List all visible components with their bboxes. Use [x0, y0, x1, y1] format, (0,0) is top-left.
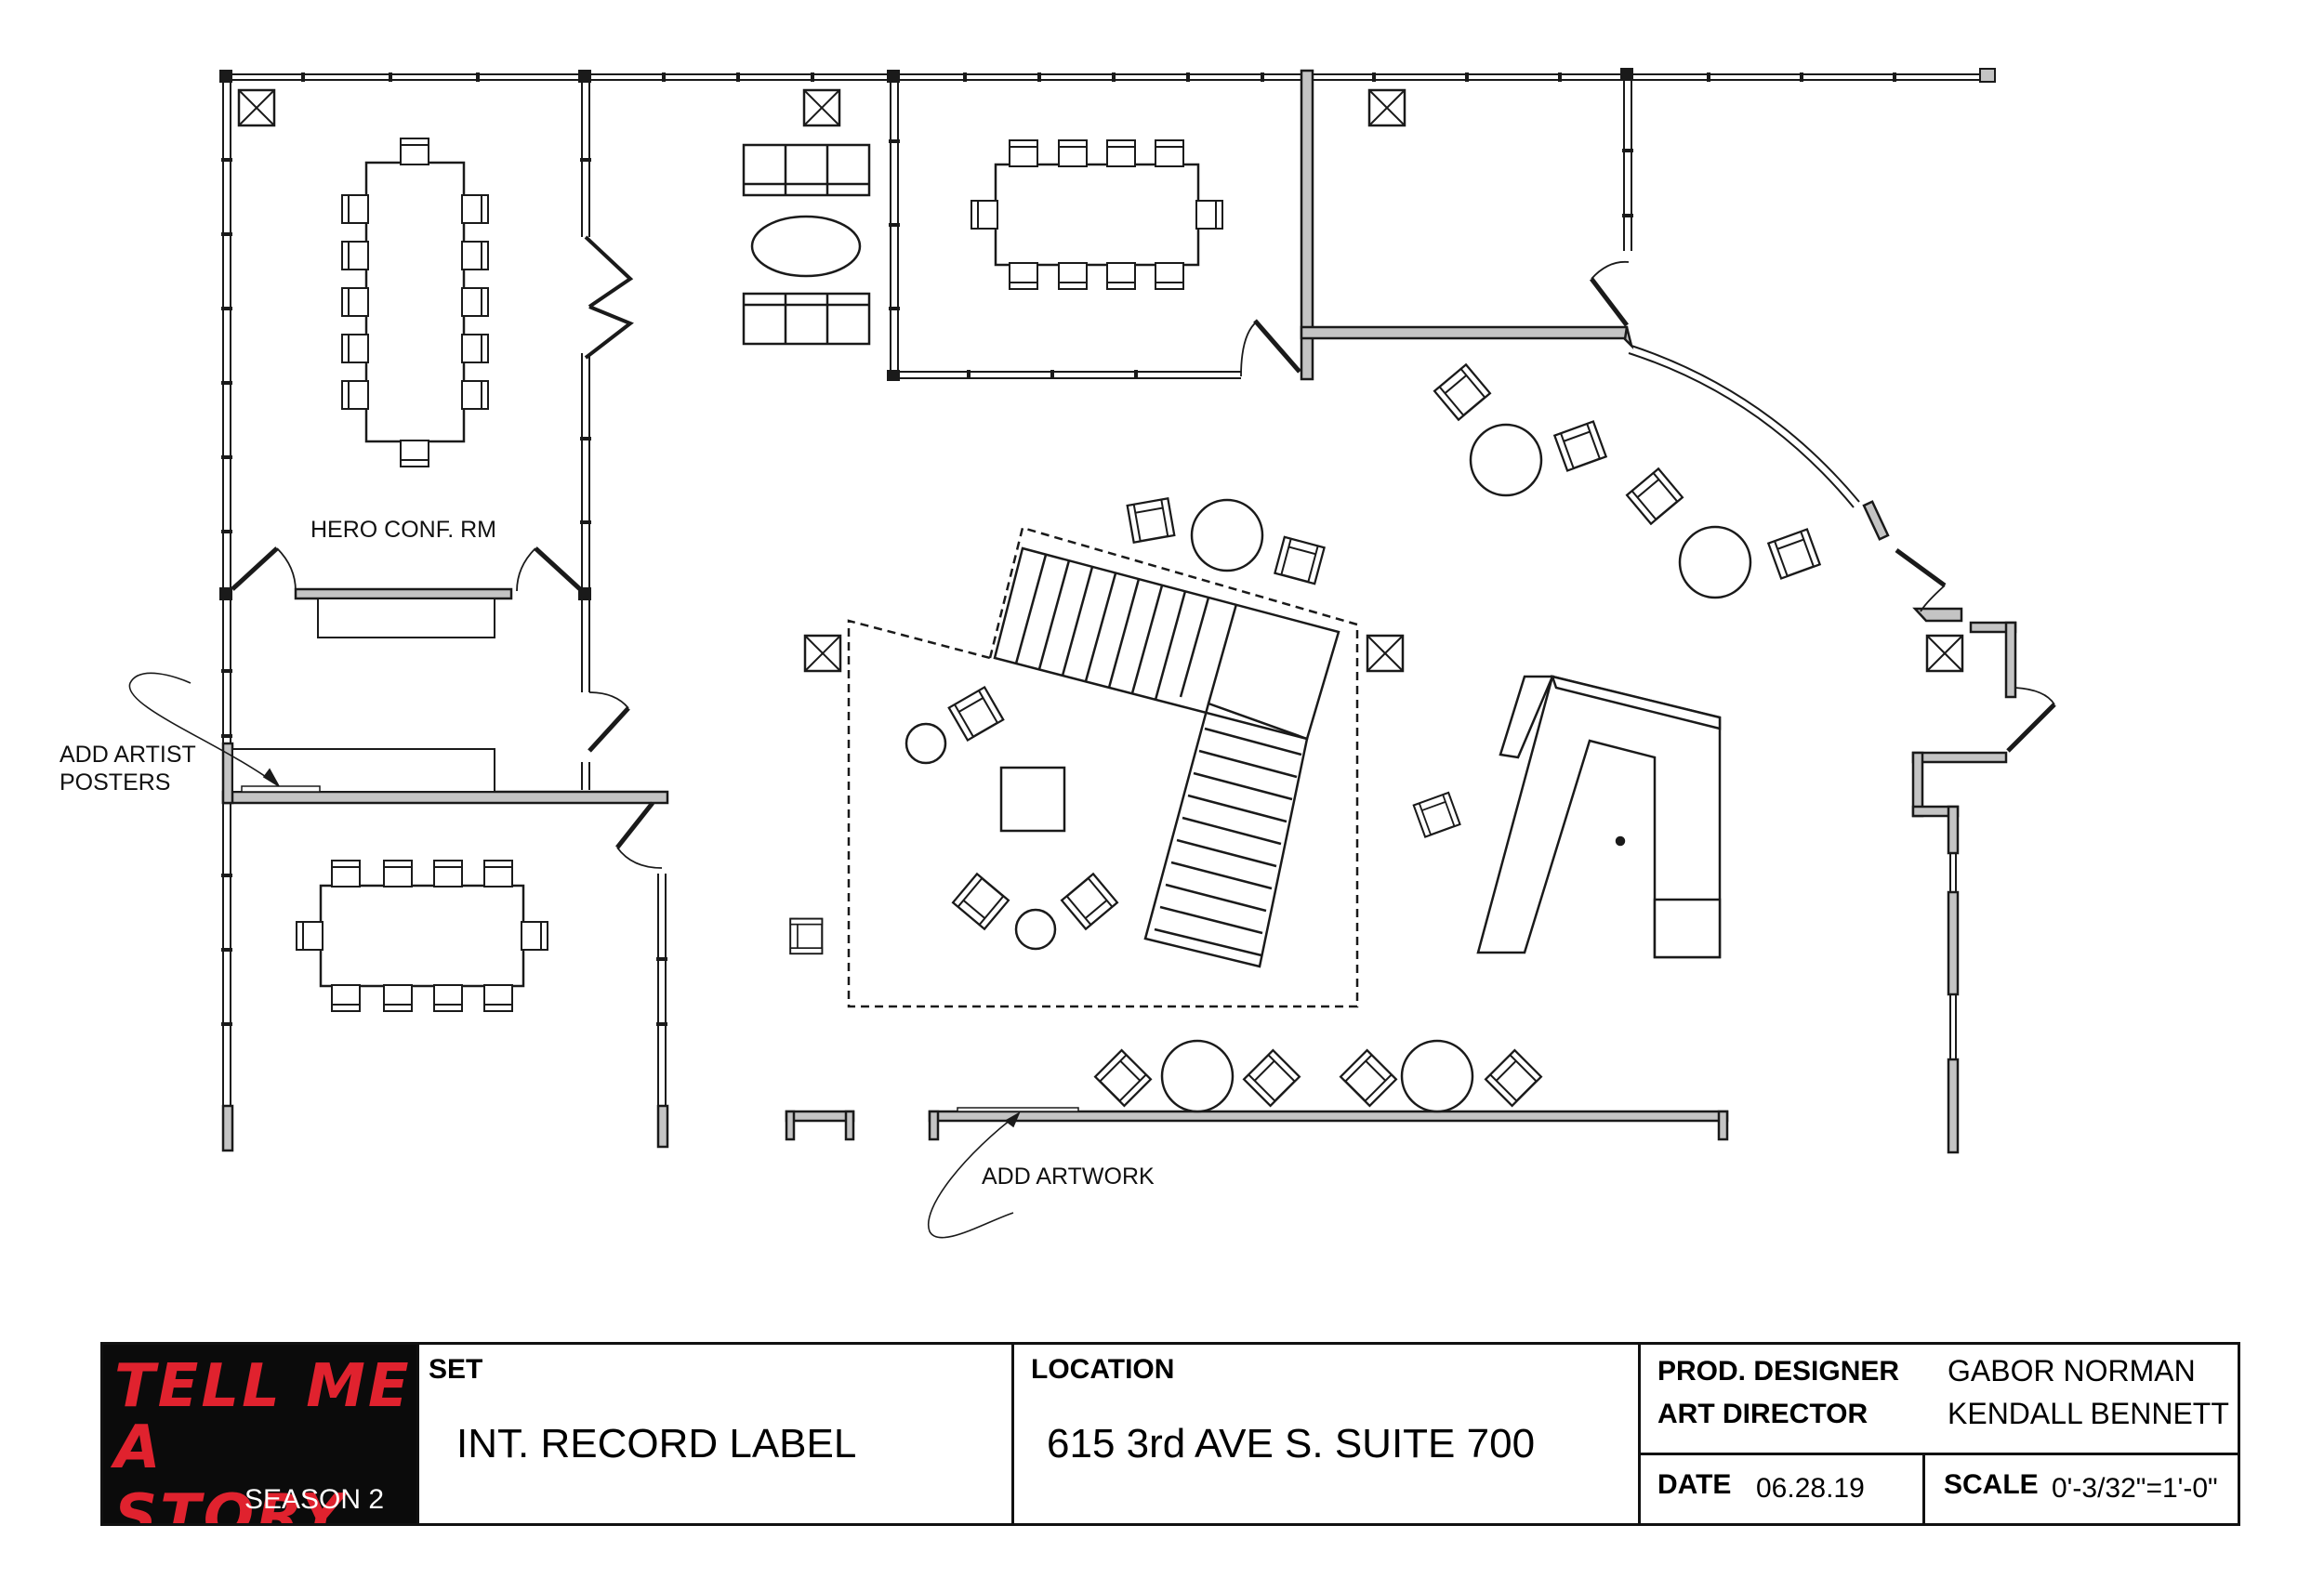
glass-mullions — [219, 68, 1996, 1026]
add-artwork-label: ADD ARTWORK — [982, 1164, 1155, 1190]
date-value: 06.28.19 — [1756, 1473, 1865, 1504]
curved-lounges — [1433, 363, 1821, 599]
divider — [1638, 1345, 1641, 1523]
divider — [1011, 1345, 1014, 1523]
title-block: TELL ME A STORY SEASON 2 SET INT. RECORD… — [100, 1342, 2240, 1526]
logo-line-1: TELL ME — [114, 1352, 412, 1421]
right-glass — [1949, 853, 1957, 1059]
scale-label: SCALE — [1944, 1469, 2039, 1500]
prod-designer-value: GABOR NORMAN — [1948, 1354, 2196, 1387]
set-label: SET — [429, 1354, 483, 1385]
date-label: DATE — [1657, 1469, 1732, 1500]
bottom-lounges — [957, 1039, 1542, 1113]
art-director-label: ART DIRECTOR — [1657, 1399, 1868, 1429]
mezzanine — [847, 526, 1359, 1008]
stair-lounge — [789, 686, 1118, 955]
divider — [1638, 1453, 2240, 1455]
lower-conf-table — [296, 860, 548, 1012]
divider — [416, 1345, 419, 1523]
staircase — [993, 546, 1340, 968]
solid-walls — [221, 69, 2017, 1154]
set-value: INT. RECORD LABEL — [456, 1421, 857, 1466]
add-artist-posters-label-line1: ADD ARTIST — [59, 742, 196, 768]
hero-conf-room-label: HERO CONF. RM — [310, 517, 496, 543]
prod-designer-label: PROD. DESIGNER — [1657, 1356, 1900, 1387]
add-artist-posters-label-line2: POSTERS — [59, 769, 171, 796]
logo-line-2: A STORY — [114, 1414, 346, 1523]
location-label: LOCATION — [1031, 1354, 1175, 1385]
upper-lounge — [742, 143, 871, 346]
logo-season: SEASON 2 — [244, 1484, 385, 1515]
hero-conf-table — [317, 138, 495, 638]
glass-walls — [222, 73, 1994, 1115]
annotation-leaders — [128, 672, 1021, 1239]
location-value: 615 3rd AVE S. SUITE 700 — [1047, 1421, 1536, 1466]
show-logo: TELL ME A STORY SEASON 2 — [103, 1345, 416, 1523]
top-conf-table — [971, 139, 1223, 290]
poster-panel — [241, 785, 321, 793]
credenza — [231, 748, 495, 793]
reception-desk — [1412, 675, 1722, 959]
art-director-value: KENDALL BENNETT — [1948, 1397, 2229, 1430]
floor-plan — [128, 68, 2056, 1239]
center-lounge — [1126, 497, 1326, 585]
scale-value: 0'-3/32"=1'-0" — [2052, 1473, 2218, 1504]
divider — [1922, 1453, 1925, 1523]
doors — [231, 235, 2056, 869]
